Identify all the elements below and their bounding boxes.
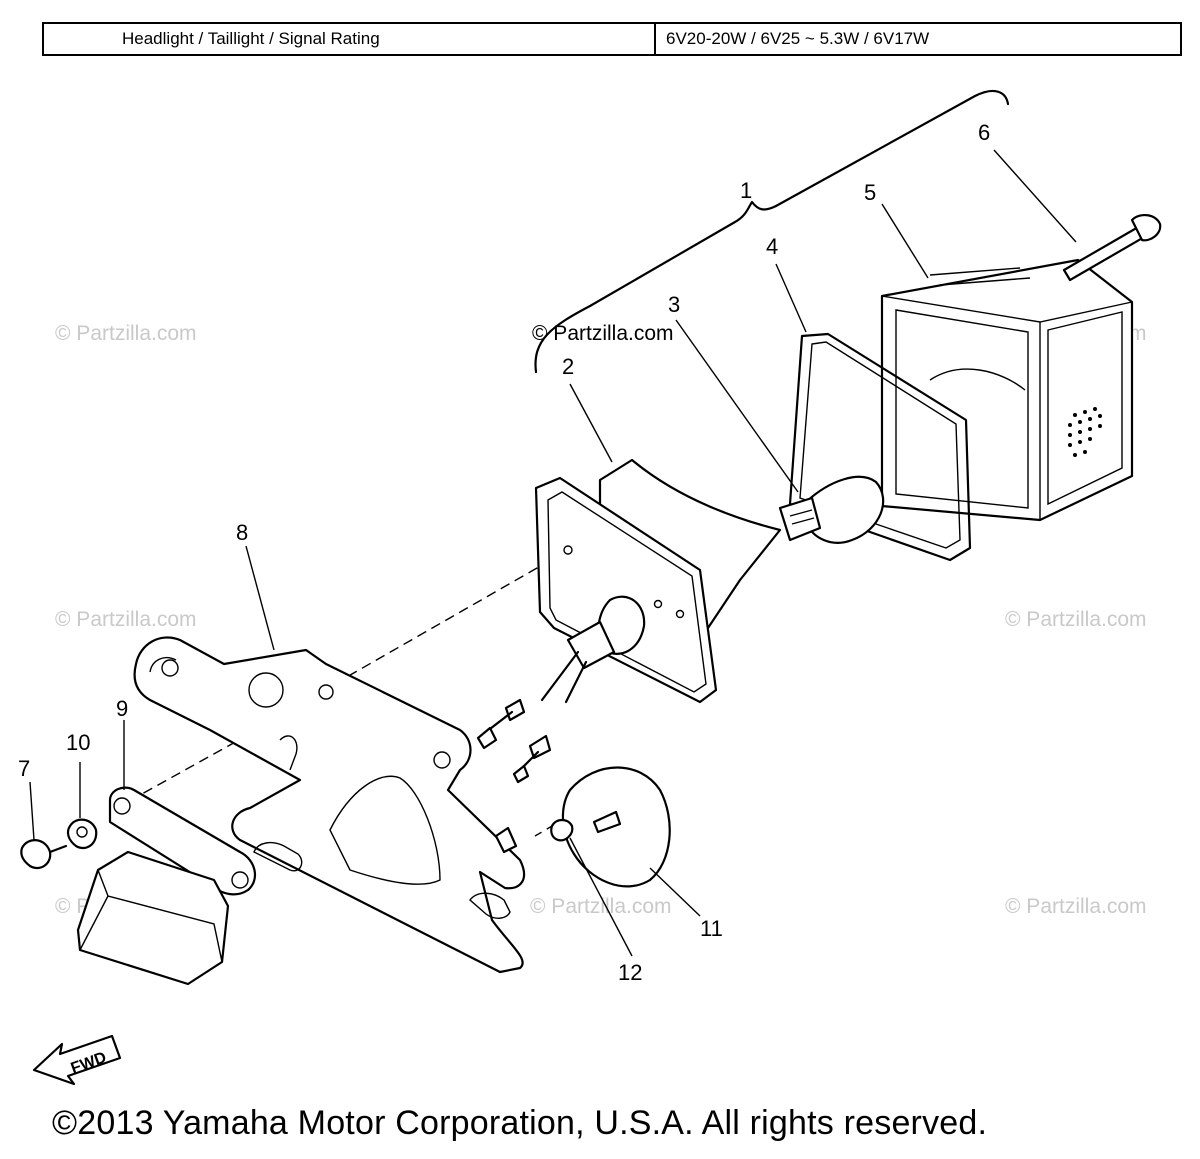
bulb [778,475,885,544]
watermark: © Partzilla.com [55,322,197,345]
reflector-grid [1068,407,1102,457]
watermark: © Partzilla.com [1005,895,1147,918]
wire-leads [476,650,588,784]
callout-9: 9 [116,696,128,721]
watermark: © Partzilla.com [55,608,197,631]
rating-header: Headlight / Taillight / Signal Rating 6V… [42,22,1182,56]
callout-7: 7 [18,756,30,781]
light-screw-and-washer [20,818,98,870]
license-plate-bracket [133,636,526,974]
taillight-base [534,458,782,704]
rating-label: Headlight / Taillight / Signal Rating [44,24,656,54]
callout-1: 1 [740,178,752,203]
callout-6: 6 [978,120,990,145]
fwd-arrow-icon: FWD [32,1034,122,1086]
callout-5: 5 [864,180,876,205]
callout-11: 11 [700,916,723,941]
callout-4: 4 [766,234,778,259]
assembly-bracket [534,89,1010,374]
callout-12: 12 [618,960,642,985]
copyright-notice: ©2013 Yamaha Motor Corporation, U.S.A. A… [52,1104,988,1142]
leader-lines [29,149,1077,957]
callout-3: 3 [668,292,680,317]
watermark: © Partzilla.com [530,895,672,918]
reflector-and-nut [550,766,671,888]
license-light [76,786,257,986]
callout-2: 2 [562,354,574,379]
rating-value: 6V20-20W / 6V25 ~ 5.3W / 6V17W [666,29,930,48]
watermark: © Partzilla.com [1005,608,1147,631]
lens-screw [1062,214,1162,282]
watermark-center: © Partzilla.com [532,322,674,345]
callout-8: 8 [236,520,248,545]
callout-10: 10 [66,730,90,755]
callout-labels: 1 2 3 4 5 6 7 8 9 10 11 12 [18,120,990,985]
